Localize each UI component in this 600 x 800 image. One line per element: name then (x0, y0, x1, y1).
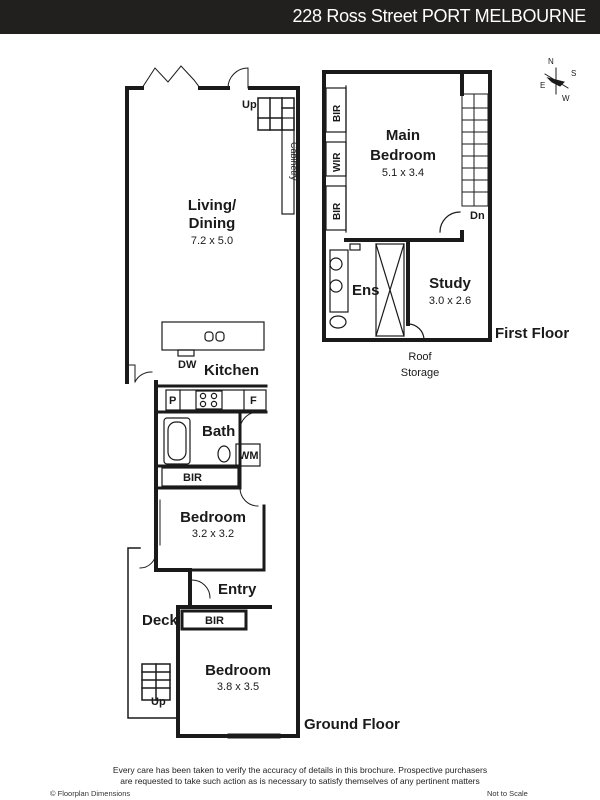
ground-floor-walls (125, 86, 300, 738)
first-floor-stair (461, 93, 489, 207)
roof-storage-label-2: Storage (401, 367, 440, 379)
disclaimer-line-2: are requested to take such action as is … (120, 776, 480, 786)
bir-bottom-label: BIR (332, 202, 343, 220)
ground-stair (257, 97, 295, 131)
bedroom-1-walls (188, 504, 266, 572)
labels: Up Cabinetry Living/ Dining 7.2 x 5.0 DW… (142, 57, 576, 733)
bir-top-label: BIR (332, 104, 343, 122)
deck-outline (127, 547, 179, 719)
pantry-label: P (169, 395, 176, 407)
living-label-2: Dining (189, 215, 236, 232)
study-dims: 3.0 x 2.6 (429, 295, 471, 307)
compass-e: E (540, 81, 545, 90)
study-label: Study (429, 275, 471, 292)
bir-1-label: BIR (183, 472, 202, 484)
fridge-label: F (250, 395, 257, 407)
deck-label: Deck (142, 612, 179, 629)
main-bedroom-label-1: Main (386, 127, 420, 144)
header-bar: 228 Ross Street PORT MELBOURNE (0, 0, 600, 34)
ens-label: Ens (352, 282, 380, 299)
bath-fixtures (154, 410, 261, 490)
kitchen-island (161, 321, 265, 357)
cabinetry-label: Cabinetry (289, 142, 299, 181)
bedroom-1-label: Bedroom (180, 509, 246, 526)
up-stair-label: Up (242, 99, 257, 111)
main-bedroom-label-2: Bedroom (370, 147, 436, 164)
roof-storage-label-1: Roof (408, 351, 432, 363)
first-floor-label: First Floor (495, 325, 569, 342)
wir-label: WIR (332, 152, 343, 172)
bedroom-1-dims: 3.2 x 3.2 (192, 528, 234, 540)
compass-s: S (571, 69, 576, 78)
bedroom-2-label: Bedroom (205, 662, 271, 679)
living-dims: 7.2 x 5.0 (191, 235, 233, 247)
wm-label: WM (239, 450, 259, 462)
cabinetry-unit (281, 117, 295, 215)
ground-floor-label: Ground Floor (304, 716, 400, 733)
bedroom-2-walls (180, 609, 248, 631)
disclaimer-line-1: Every care has been taken to verify the … (112, 765, 488, 775)
living-label-1: Living/ (188, 197, 237, 214)
kitchen-bench (154, 384, 268, 414)
scale-note: Not to Scale (487, 789, 528, 798)
kitchen-label: Kitchen (204, 362, 259, 379)
first-floor-walls (322, 70, 492, 342)
compass-w: W (562, 94, 570, 103)
first-floor-details (325, 85, 461, 341)
deck-up-label: Up (151, 696, 166, 708)
compass-n: N (548, 57, 554, 66)
bedroom-2-dims: 3.8 x 3.5 (217, 681, 259, 693)
bath-label: Bath (202, 423, 235, 440)
compass (544, 67, 569, 95)
property-address: 228 Ross Street PORT MELBOURNE (292, 6, 587, 26)
copyright-note: © Floorplan Dimensions (50, 789, 131, 798)
main-bedroom-dims: 5.1 x 3.4 (382, 167, 424, 179)
disclaimer: Every care has been taken to verify the … (80, 765, 520, 787)
bir-2-label: BIR (205, 615, 224, 627)
dw-label: DW (178, 359, 197, 371)
entry-label: Entry (218, 581, 257, 598)
dn-label: Dn (470, 210, 485, 222)
